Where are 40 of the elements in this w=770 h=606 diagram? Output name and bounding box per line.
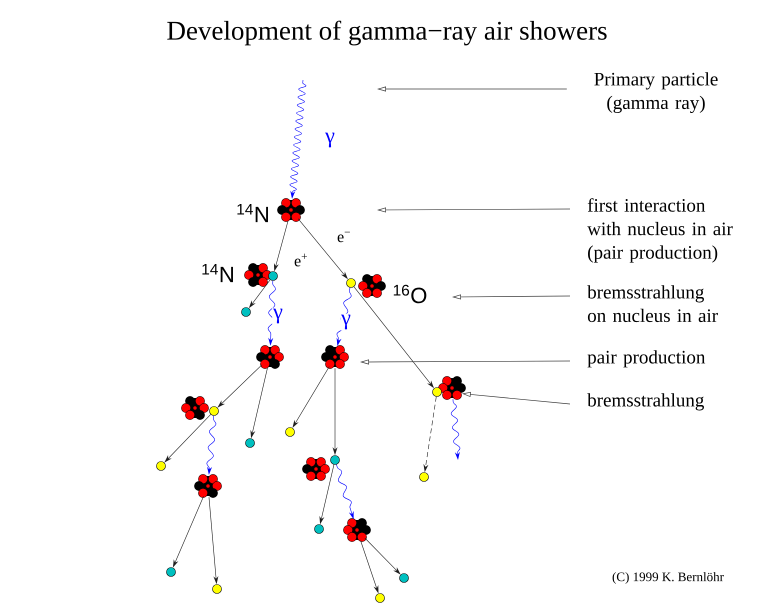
nucleus-drawing <box>438 376 466 400</box>
nucleus-drawing <box>302 457 330 481</box>
nucleus-drawing <box>256 345 284 369</box>
nucleus-drawing <box>358 274 386 298</box>
particle-dot <box>212 584 222 594</box>
particle-dot <box>330 455 340 465</box>
particle-dot <box>399 573 409 583</box>
nucleus-label: $^{16}$O <box>394 284 426 304</box>
nucleus-label: $^{14}$N <box>237 204 268 222</box>
nucleus-drawing <box>277 198 305 222</box>
nucleus-drawing <box>181 396 209 420</box>
callout-text: bremsstrahlung on nucleus in air <box>587 285 718 322</box>
edge-label: e$^{+}$ <box>293 252 309 268</box>
nucleus-drawing <box>244 263 272 287</box>
callout-text: Primary particle (gamma ray) <box>594 72 718 113</box>
callout-text: bremsstrahlung <box>587 393 704 410</box>
copyright-note: (C) 1999 K. Bernlöhr <box>612 572 724 584</box>
callout-text: first interaction with nucleus in air (pair production) <box>587 198 733 263</box>
particle-dot <box>241 307 251 317</box>
title: Development of gamma−ray air showers <box>167 20 607 46</box>
particle-dot <box>268 271 278 281</box>
nucleus-label: $^{14}$N <box>202 264 233 282</box>
callout-text: pair production <box>588 350 706 368</box>
particle-dot <box>166 567 176 577</box>
particle-dot <box>245 438 255 448</box>
particle-dot <box>432 387 442 397</box>
edge-label: e$^{−}$ <box>336 230 352 244</box>
particle-dot <box>314 524 324 534</box>
nucleus-drawing <box>321 345 349 369</box>
nucleus-drawing <box>194 474 222 498</box>
nucleus-drawing <box>343 518 371 542</box>
particle-dot <box>375 593 385 603</box>
edge-label: γ <box>340 314 352 330</box>
particle-dot <box>209 406 219 416</box>
edge-label: γ <box>324 132 336 148</box>
particle-dot <box>156 461 166 471</box>
particle-dot <box>419 472 429 482</box>
particle-dot <box>346 278 356 288</box>
edge-label: γ <box>272 308 284 324</box>
particle-dot <box>285 427 295 437</box>
